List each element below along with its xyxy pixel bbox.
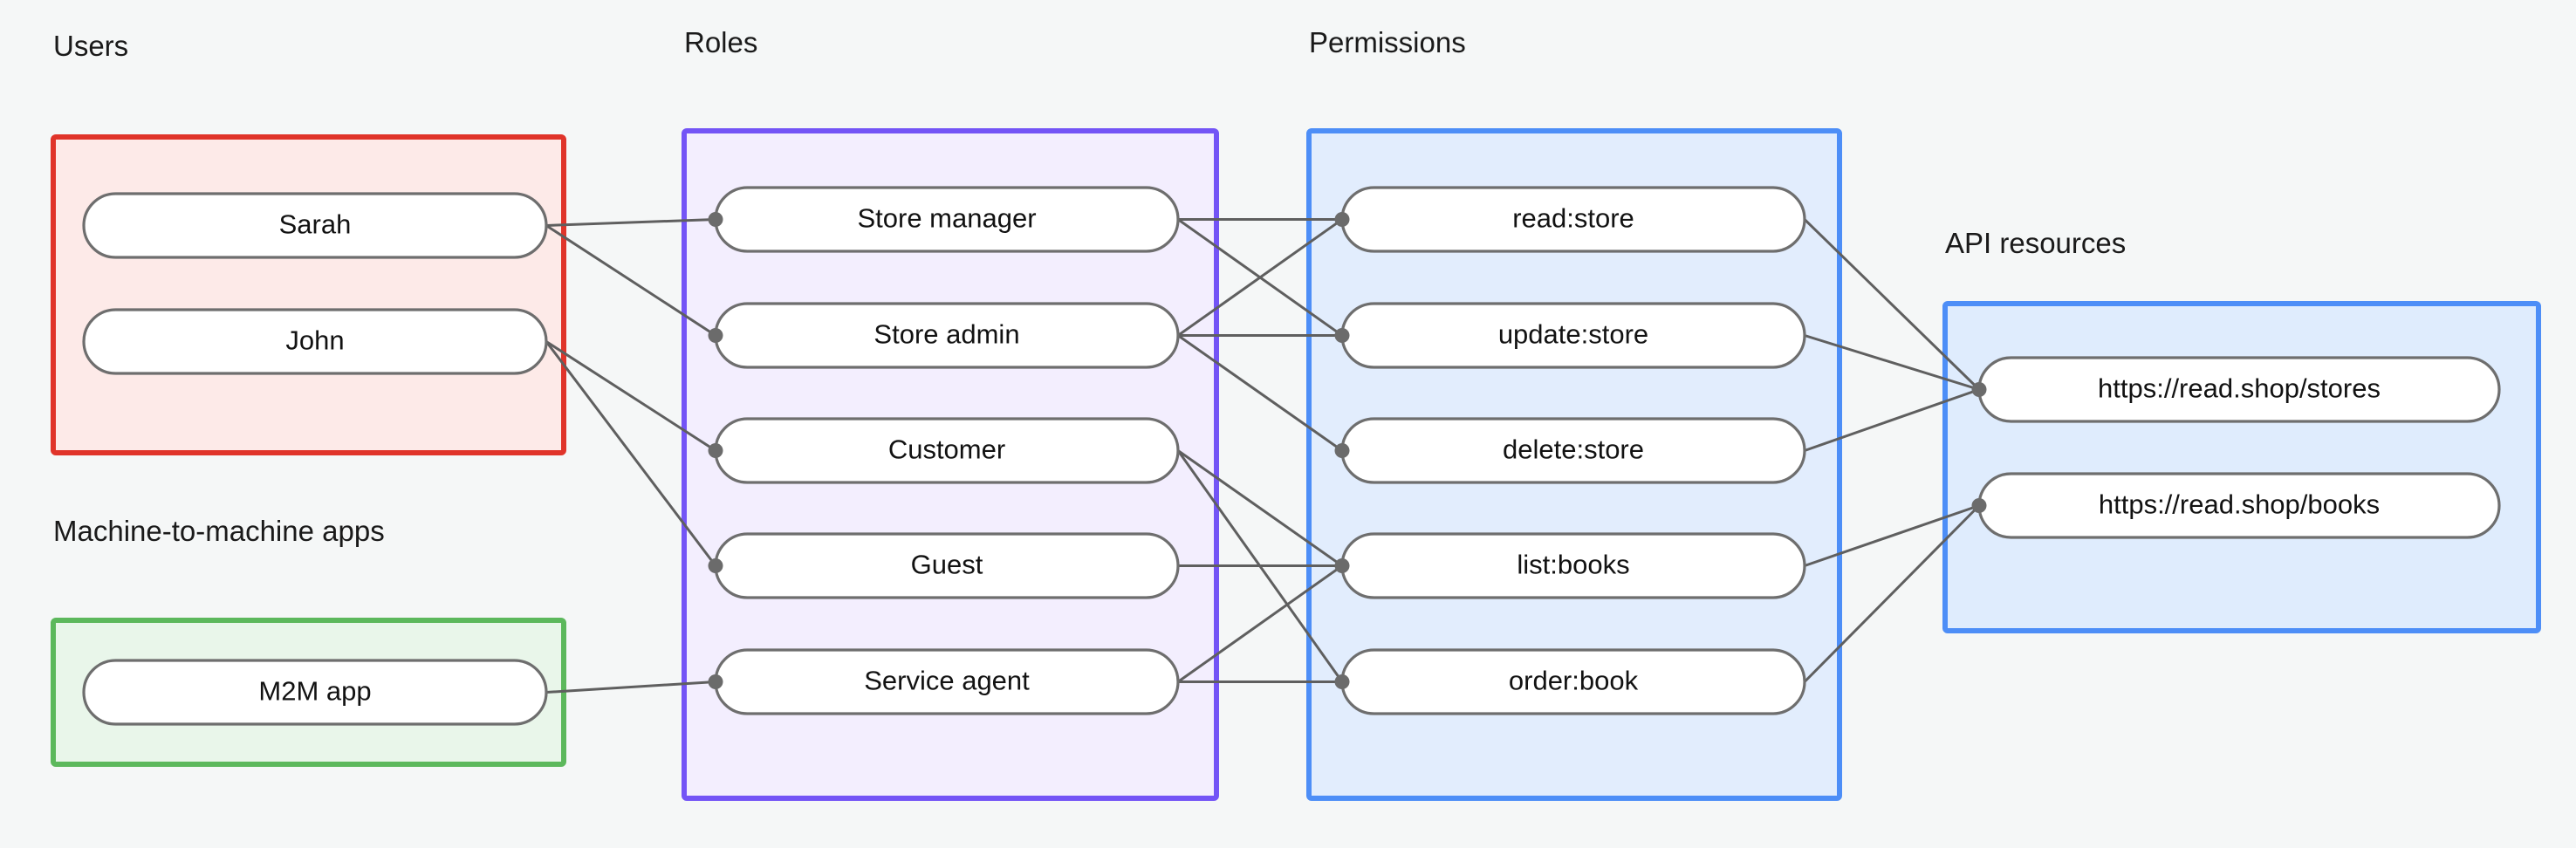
node-label-read-store: read:store [1512,203,1634,234]
edge-sarah-to-store-manager [545,218,716,227]
edge-delete-store-to-res-stores [1804,388,1980,452]
edge-connections [545,218,1981,694]
node-label-update-store: update:store [1498,319,1648,350]
node-label-res-books: https://read.shop/books [2099,489,2380,520]
port-customer [708,443,723,458]
port-order-book [1334,674,1350,689]
edge-list-books-to-res-books [1804,504,1980,567]
port-read-store [1334,212,1350,227]
edge-store-admin-to-read-store [1177,218,1343,337]
node-label-sarah: Sarah [279,209,352,240]
edge-customer-to-list-books [1177,449,1343,567]
node-label-delete-store: delete:store [1503,434,1644,465]
port-list-books [1334,558,1350,573]
node-label-store-manager: Store manager [857,203,1036,234]
node-label-m2m-app: M2M app [258,676,371,707]
group-label-permissions: Permissions [1309,26,1466,58]
group-label-api-resources: API resources [1945,227,2126,259]
port-res-stores [1971,382,1987,397]
port-delete-store [1334,443,1350,458]
node-label-john: John [285,325,344,356]
node-label-list-books: list:books [1517,550,1629,580]
node-label-res-stores: https://read.shop/stores [2098,373,2381,404]
edge-store-admin-to-delete-store [1177,334,1343,452]
port-res-books [1971,498,1987,513]
node-label-guest: Guest [911,550,983,580]
edge-m2m-app-to-service-agent [545,680,716,694]
group-container-api-resources [1942,301,2541,633]
group-container-users [51,134,566,455]
node-label-store-admin: Store admin [874,319,1019,350]
node-label-order-book: order:book [1509,666,1639,696]
edge-sarah-to-store-admin [545,224,716,337]
node-sarah[interactable] [82,192,548,259]
edge-order-book-to-res-books [1803,504,1981,683]
port-update-store [1334,328,1350,343]
edge-john-to-customer [545,340,716,452]
group-label-roles: Roles [684,26,757,58]
connection-ports [708,212,1987,689]
node-label-customer: Customer [888,434,1005,465]
port-store-manager [708,212,723,227]
edge-john-to-guest [545,340,717,567]
port-store-admin [708,328,723,343]
node-label-service-agent: Service agent [864,666,1030,696]
port-guest [708,558,723,573]
edge-service-agent-to-list-books [1177,564,1343,683]
port-service-agent [708,674,723,689]
edge-read-store-to-res-stores [1803,218,1981,391]
group-label-users: Users [53,30,128,62]
edge-update-store-to-res-stores [1804,334,1980,391]
node-john[interactable] [82,308,548,375]
node-m2m-app[interactable] [82,659,548,726]
group-label-m2m: Machine-to-machine apps [53,515,385,547]
